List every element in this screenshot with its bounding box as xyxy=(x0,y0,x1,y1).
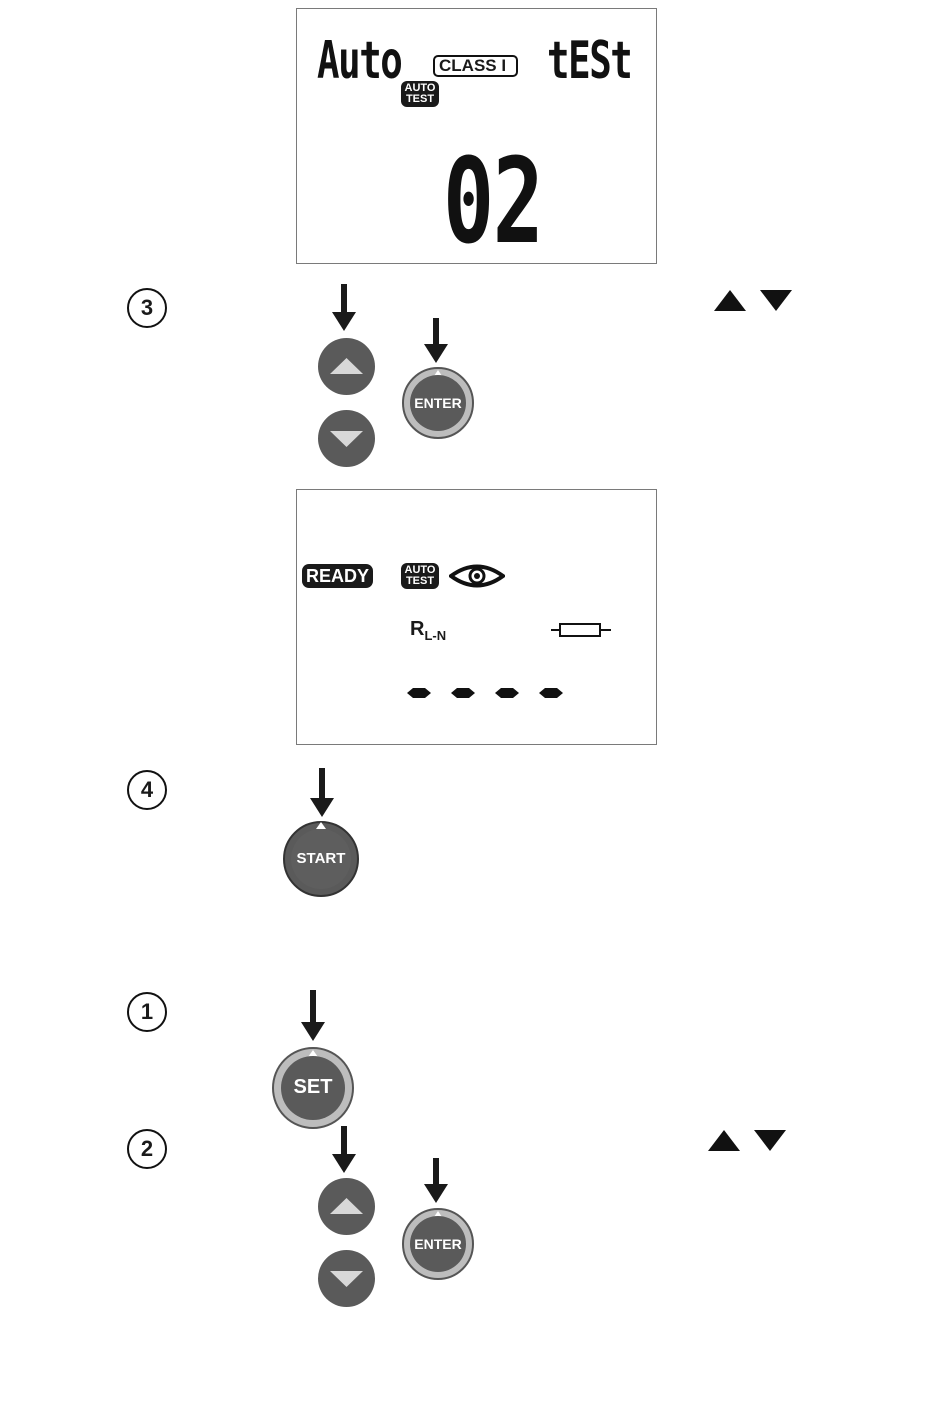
rln-label: RL-N xyxy=(410,618,446,643)
triangle-up-icon xyxy=(330,358,363,374)
arrow-down-icon xyxy=(332,1126,356,1174)
set-button-label: SET xyxy=(271,1076,355,1099)
start-button-label: START xyxy=(282,850,360,867)
lcd-test-text: tESt xyxy=(547,31,631,91)
lcd-class-label: CLASS I xyxy=(433,55,518,77)
enter-button-label: ENTER xyxy=(401,1236,475,1252)
auto-test-badge: AUTO TEST xyxy=(401,81,439,107)
down-button[interactable] xyxy=(318,410,375,467)
dash-placeholder-icon xyxy=(405,685,570,701)
triangle-up-icon xyxy=(714,290,746,312)
set-button[interactable]: SET xyxy=(271,1046,355,1130)
triangle-down-icon xyxy=(754,1130,786,1152)
up-button[interactable] xyxy=(318,1178,375,1235)
triangle-down-icon xyxy=(330,1271,363,1287)
triangle-down-icon xyxy=(760,290,792,312)
step-2-marker: 2 xyxy=(127,1129,167,1169)
eye-icon xyxy=(449,563,505,589)
start-button[interactable]: START xyxy=(282,820,360,898)
enter-button[interactable]: ENTER xyxy=(401,366,475,440)
triangle-up-icon xyxy=(708,1130,740,1152)
ready-badge: READY xyxy=(302,564,373,588)
fuse-icon xyxy=(551,621,611,639)
arrow-down-icon xyxy=(424,318,448,364)
step-4-marker: 4 xyxy=(127,770,167,810)
triangle-up-icon xyxy=(330,1198,363,1214)
arrow-down-icon xyxy=(310,768,334,818)
triangle-down-icon xyxy=(330,431,363,447)
arrow-down-icon xyxy=(301,990,325,1042)
down-button[interactable] xyxy=(318,1250,375,1307)
up-button[interactable] xyxy=(318,338,375,395)
lcd-screen-ready: READY AUTO TEST RL-N xyxy=(296,489,657,745)
lcd-screen-auto-test: Auto CLASS I tESt AUTO TEST 02 xyxy=(296,8,657,264)
arrow-down-icon xyxy=(332,284,356,332)
enter-button-label: ENTER xyxy=(401,395,475,411)
arrow-down-icon xyxy=(424,1158,448,1204)
step-3-marker: 3 xyxy=(127,288,167,328)
lcd-auto-text: Auto xyxy=(317,31,401,91)
auto-test-badge: AUTO TEST xyxy=(401,563,439,589)
step-1-marker: 1 xyxy=(127,992,167,1032)
lcd-main-value: 02 xyxy=(443,141,542,261)
enter-button[interactable]: ENTER xyxy=(401,1207,475,1281)
